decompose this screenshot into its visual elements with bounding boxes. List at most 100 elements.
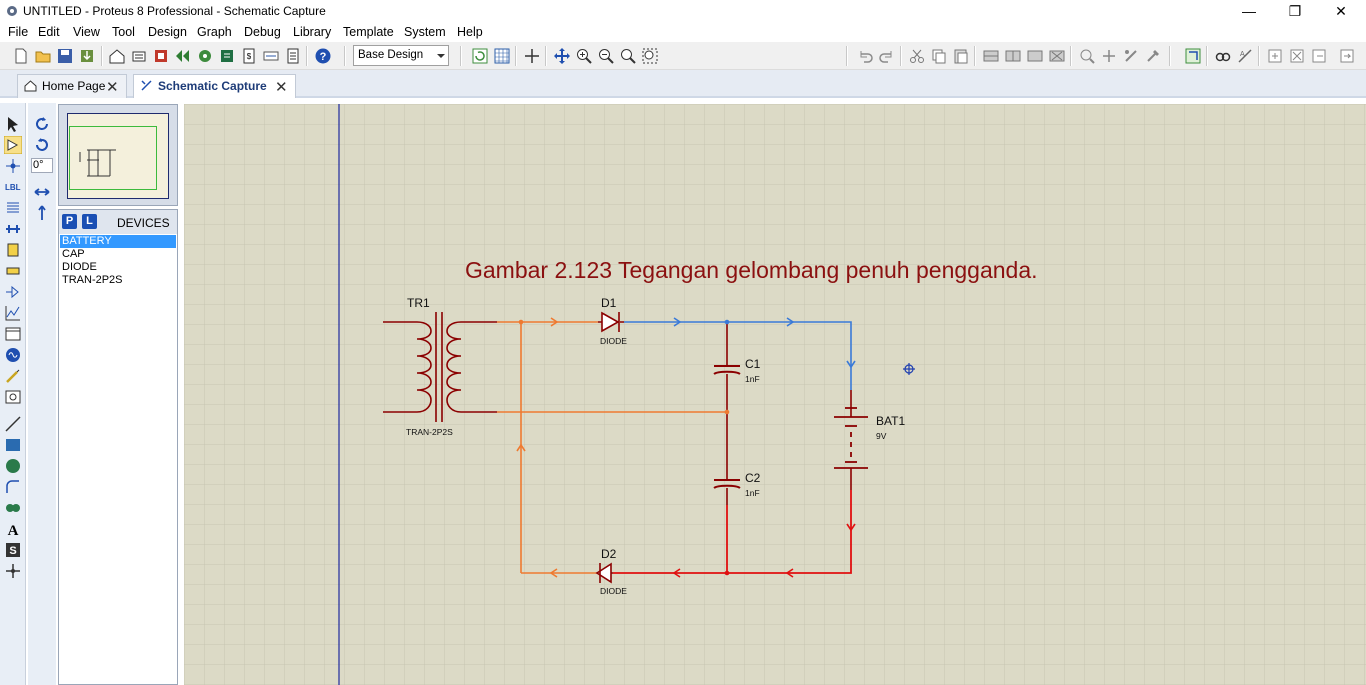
tab-schematic-capture-close[interactable]: ✕ <box>275 79 288 96</box>
paste-icon[interactable] <box>952 47 970 65</box>
menu-file[interactable]: File <box>8 25 29 39</box>
block-delete-icon[interactable] <box>1048 47 1066 65</box>
menu-help[interactable]: Help <box>457 25 483 39</box>
menu-template[interactable]: Template <box>343 25 394 39</box>
minimize-button[interactable]: — <box>1242 3 1256 19</box>
new-sheet-icon[interactable] <box>1266 47 1284 65</box>
text-script-icon[interactable] <box>4 199 22 217</box>
menu-graph[interactable]: Graph <box>197 25 232 39</box>
toggle-grid-icon[interactable] <box>493 47 511 65</box>
2d-line-icon[interactable] <box>4 415 22 433</box>
selection-mode-icon[interactable] <box>4 115 22 133</box>
help-icon[interactable]: ? <box>314 47 332 65</box>
menu-system[interactable]: System <box>404 25 446 39</box>
zoom-out-icon[interactable] <box>597 47 615 65</box>
rotation-angle-field[interactable]: 0° <box>31 158 53 173</box>
pan-icon[interactable] <box>553 47 571 65</box>
wire-autorouter-icon[interactable] <box>1184 47 1202 65</box>
maximize-button[interactable]: ❐ <box>1288 3 1302 19</box>
copy-icon[interactable] <box>930 47 948 65</box>
2d-circle-icon[interactable] <box>4 457 22 475</box>
mirror-horizontal-icon[interactable] <box>33 183 51 201</box>
schematic-canvas[interactable]: Gambar 2.123 Tegangan gelombang penuh pe… <box>184 104 1366 685</box>
origin-icon[interactable] <box>523 47 541 65</box>
make-device-icon[interactable] <box>1100 47 1118 65</box>
remove-sheet-icon[interactable] <box>1288 47 1306 65</box>
menu-view[interactable]: View <box>73 25 100 39</box>
3d-viewer-icon[interactable] <box>174 47 192 65</box>
bill-of-materials-icon[interactable]: $ <box>240 47 258 65</box>
pick-device-icon[interactable] <box>1078 47 1096 65</box>
block-move-icon[interactable] <box>1004 47 1022 65</box>
diode-d2[interactable] <box>595 562 613 584</box>
2d-symbol-icon[interactable]: S <box>4 541 22 559</box>
block-copy-icon[interactable] <box>982 47 1000 65</box>
device-item-battery[interactable]: BATTERY <box>60 235 176 248</box>
export-icon[interactable] <box>1338 47 1356 65</box>
packaging-tool-icon[interactable] <box>1122 47 1140 65</box>
buses-icon[interactable] <box>4 220 22 238</box>
menu-debug[interactable]: Debug <box>244 25 281 39</box>
overview-window[interactable] <box>58 104 178 206</box>
tab-home-page-close[interactable]: ✕ <box>106 79 119 96</box>
tab-schematic-capture[interactable]: Schematic Capture ✕ <box>133 74 296 98</box>
cut-icon[interactable] <box>908 47 926 65</box>
design-explorer-icon[interactable] <box>218 47 236 65</box>
diode-d1[interactable] <box>598 311 624 333</box>
close-window-button[interactable]: ✕ <box>1335 3 1347 19</box>
block-rotate-icon[interactable] <box>1026 47 1044 65</box>
notes-icon[interactable] <box>284 47 302 65</box>
decompose-icon[interactable] <box>1144 47 1162 65</box>
rotate-clockwise-icon[interactable] <box>33 115 51 133</box>
probe-mode-icon[interactable] <box>4 367 22 385</box>
property-assignment-icon[interactable]: A <box>1236 47 1254 65</box>
open-folder-icon[interactable] <box>34 47 52 65</box>
menu-design[interactable]: Design <box>148 25 187 39</box>
transformer-tr1[interactable] <box>416 312 462 422</box>
new-file-icon[interactable] <box>12 47 30 65</box>
menu-tool[interactable]: Tool <box>112 25 135 39</box>
mirror-vertical-icon[interactable] <box>33 204 51 222</box>
subcircuit-icon[interactable] <box>4 241 22 259</box>
virtual-instruments-icon[interactable] <box>4 388 22 406</box>
graph-mode-icon[interactable] <box>4 304 22 322</box>
zoom-area-icon[interactable] <box>641 47 659 65</box>
pcb-layout-icon[interactable] <box>152 47 170 65</box>
2d-arc-icon[interactable] <box>4 478 22 496</box>
save-icon[interactable] <box>56 47 74 65</box>
design-variant-select[interactable]: Base Design <box>353 45 449 66</box>
2d-text-icon[interactable]: A <box>4 520 22 538</box>
zoom-all-icon[interactable] <box>619 47 637 65</box>
rotate-anticlockwise-icon[interactable] <box>33 136 51 154</box>
redo-icon[interactable] <box>878 47 896 65</box>
zoom-in-icon[interactable] <box>575 47 593 65</box>
2d-marker-icon[interactable] <box>4 562 22 580</box>
menu-edit[interactable]: Edit <box>38 25 60 39</box>
tab-home-page[interactable]: Home Page ✕ <box>17 74 127 98</box>
menu-library[interactable]: Library <box>293 25 332 39</box>
library-manager-button[interactable]: L <box>82 214 97 229</box>
schematic-icon[interactable] <box>130 47 148 65</box>
undo-icon[interactable] <box>856 47 874 65</box>
refresh-icon[interactable] <box>471 47 489 65</box>
goto-sheet-icon[interactable] <box>1310 47 1328 65</box>
capacitor-c1[interactable] <box>713 365 741 375</box>
search-tag-icon[interactable] <box>1214 47 1232 65</box>
battery-bat1[interactable] <box>834 407 868 469</box>
2d-path-icon[interactable] <box>4 499 22 517</box>
device-pins-icon[interactable] <box>4 283 22 301</box>
wire-label-icon[interactable]: LBL <box>4 178 22 196</box>
home-icon[interactable] <box>108 47 126 65</box>
terminals-icon[interactable] <box>4 262 22 280</box>
import-icon[interactable] <box>78 47 96 65</box>
2d-box-icon[interactable] <box>4 436 22 454</box>
device-item-tran-2p2s[interactable]: TRAN-2P2S <box>62 274 123 286</box>
pick-devices-button[interactable]: P <box>62 214 77 229</box>
junction-dot-icon[interactable] <box>4 157 22 175</box>
source-code-icon[interactable] <box>262 47 280 65</box>
capacitor-c2[interactable] <box>713 479 741 489</box>
gerber-icon[interactable] <box>196 47 214 65</box>
component-mode-icon[interactable] <box>4 136 22 154</box>
device-item-diode[interactable]: DIODE <box>62 261 97 273</box>
active-popup-icon[interactable] <box>4 325 22 343</box>
